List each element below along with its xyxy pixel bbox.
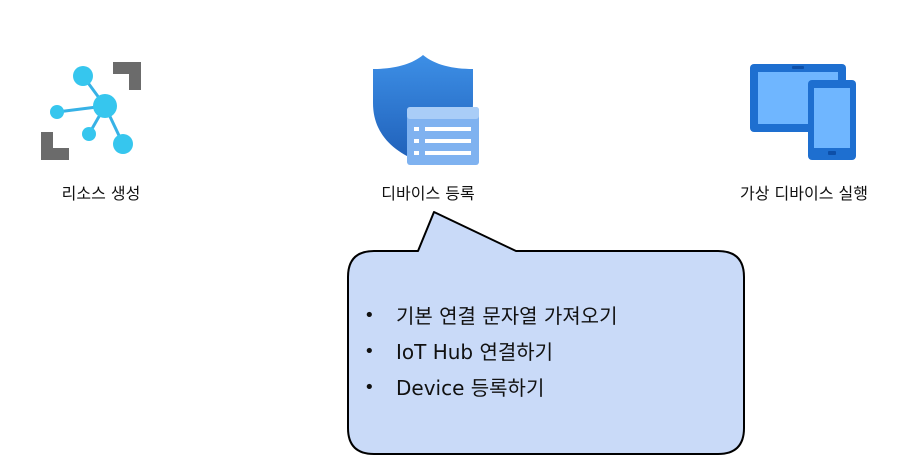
tablet-phone-devices-icon [750, 64, 856, 160]
list-item: 기본 연결 문자열 가져오기 [362, 298, 617, 334]
callout-list: 기본 연결 문자열 가져오기 IoT Hub 연결하기 Device 등록하기 [362, 298, 617, 406]
step-label: 가상 디바이스 실행 [740, 184, 868, 203]
list-item: Device 등록하기 [362, 370, 617, 406]
shield-registration-icon [373, 55, 479, 165]
step-label: 디바이스 등록 [381, 184, 475, 203]
step-label: 리소스 생성 [61, 184, 141, 203]
list-item: IoT Hub 연결하기 [362, 334, 617, 370]
iot-hub-network-icon [41, 62, 141, 160]
